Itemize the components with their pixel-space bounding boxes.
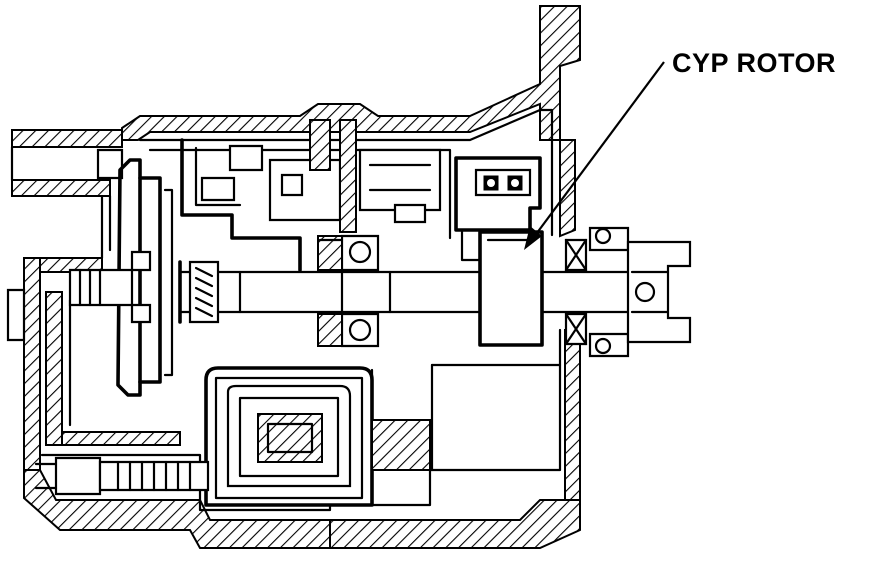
- callout-label: CYP ROTOR: [672, 48, 836, 78]
- main-shaft: [178, 260, 634, 324]
- cyp-rotor: [478, 230, 544, 347]
- output-shaft-seals: [564, 226, 692, 358]
- bearings: [317, 234, 380, 348]
- upper-mechanism: [180, 119, 442, 272]
- callout-leader-line: [527, 61, 665, 246]
- callout-arrowhead: [524, 226, 542, 250]
- diaphragm-assembly: [6, 158, 174, 397]
- lower-bolt: [34, 456, 210, 496]
- sensor-block: [454, 156, 542, 262]
- coil-assembly: [204, 366, 431, 507]
- cyp-rotor-callout: CYP ROTOR: [524, 48, 836, 250]
- housing: [10, 5, 581, 549]
